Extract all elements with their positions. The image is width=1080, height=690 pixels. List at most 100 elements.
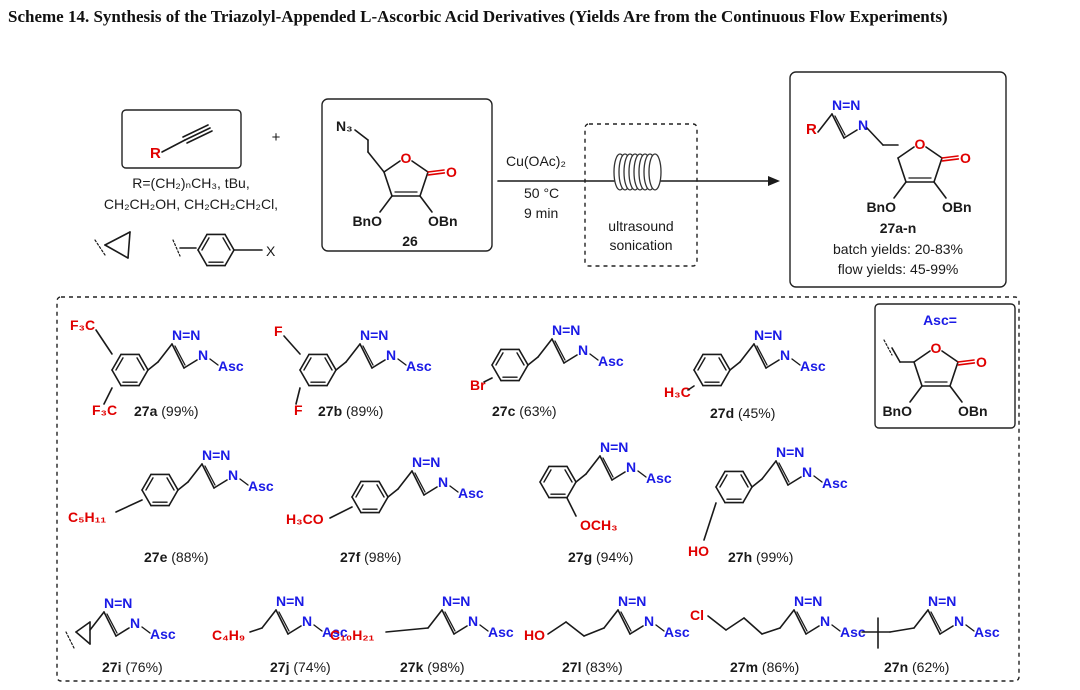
triazole-n-label: N=N [202, 447, 230, 463]
substituent-27e: C₅H₁₁ [68, 509, 106, 525]
compound-id: 27f [340, 549, 364, 565]
triazole-n-label: N=N [552, 322, 580, 338]
compound-id: 27a [134, 403, 161, 419]
compound-id: 27d [710, 405, 738, 421]
triazole-n-label: N=N [832, 97, 860, 113]
obn-label: OBn [428, 213, 458, 229]
substituent-27c: Br [470, 377, 486, 393]
yield-value: (74%) [293, 659, 330, 675]
compound-27d-label: 27d (45%) [710, 405, 775, 421]
yield-value: (86%) [762, 659, 799, 675]
substituent-27g: OCH₃ [580, 517, 618, 533]
triazole-n1-label: N [438, 474, 448, 490]
triazole-n1-label: N [644, 613, 654, 629]
triazole-n-label: N=N [412, 454, 440, 470]
triazole-n-label: N=N [754, 327, 782, 343]
flow-yields: flow yields: 45-99% [838, 261, 959, 277]
substituent-27f: H₃CO [286, 511, 324, 527]
asc-label: Asc [974, 624, 1000, 640]
yield-value: (94%) [596, 549, 633, 565]
obn-label: OBn [958, 403, 988, 419]
triazole-n-label: N=N [776, 444, 804, 460]
substituent-27l: HO [524, 627, 545, 643]
product-r: R [806, 121, 817, 138]
asc-label: Asc [840, 624, 866, 640]
compound-26-id: 26 [402, 233, 418, 249]
yield-value: (76%) [125, 659, 162, 675]
ring-oxygen: O [915, 136, 926, 152]
triazole-n-label: N=N [172, 327, 200, 343]
asc-label: Asc [646, 470, 672, 486]
substituent-27h: HO [688, 543, 709, 559]
triazole-n1-label: N [578, 342, 588, 358]
yield-value: (99%) [161, 403, 198, 419]
asc-label: Asc [248, 478, 274, 494]
yield-value: (88%) [171, 549, 208, 565]
substituent-27j: C₄H₉ [212, 627, 245, 643]
compound-27i-label: 27i (76%) [102, 659, 163, 675]
triazole-n1-label: N [802, 464, 812, 480]
substituent-27m: Cl [690, 607, 704, 623]
substituent-27a-top: F₃C [70, 317, 95, 333]
compound-id: 27e [144, 549, 171, 565]
triazole-n1-label: N [820, 613, 830, 629]
triazole-n-label: N=N [794, 593, 822, 609]
bno-label: BnO [352, 213, 382, 229]
compound-27m-label: 27m (86%) [730, 659, 799, 675]
reaction-arrow-head [768, 176, 780, 186]
yield-value: (62%) [912, 659, 949, 675]
reagent-label: Cu(OAc)₂ [506, 153, 566, 169]
asc-definition-label: Asc= [923, 312, 957, 328]
compound-id: 27i [102, 659, 125, 675]
asc-definition-box [874, 303, 1016, 429]
triazole-n-label: N=N [618, 593, 646, 609]
time-label: 9 min [524, 205, 558, 221]
yield-value: (99%) [756, 549, 793, 565]
triazole-n1-label: N [858, 117, 868, 133]
triazole-n1-label: N [198, 347, 208, 363]
asc-label: Asc [488, 624, 514, 640]
triazole-n1-label: N [468, 613, 478, 629]
substituent-27b-bottom: F [294, 402, 303, 418]
triazole-n-label: N=N [360, 327, 388, 343]
r-definition-line2: CH₂CH₂OH, CH₂CH₂CH₂Cl, [104, 196, 278, 212]
compound-id: 27n [884, 659, 912, 675]
compound-27f-label: 27f (98%) [340, 549, 401, 565]
substituent-27a-bottom: F₃C [92, 402, 117, 418]
plus-sign: + [272, 129, 281, 146]
asc-label: Asc [598, 353, 624, 369]
asc-label: Asc [458, 485, 484, 501]
asc-label: Asc [664, 624, 690, 640]
triazole-n-label: N=N [928, 593, 956, 609]
compound-27g-label: 27g (94%) [568, 549, 633, 565]
triazole-n1-label: N [130, 615, 140, 631]
yield-value: (83%) [585, 659, 622, 675]
triazole-n1-label: N [954, 613, 964, 629]
substituent-27k: C₁₀H₂₁ [330, 627, 375, 643]
triazole-n1-label: N [780, 347, 790, 363]
triazole-n1-label: N [228, 467, 238, 483]
carbonyl-oxygen: O [446, 164, 457, 180]
yield-value: (98%) [427, 659, 464, 675]
products-panel [56, 296, 1020, 682]
carbonyl-oxygen: O [976, 354, 987, 370]
product-box [789, 71, 1007, 288]
compound-id: 27l [562, 659, 585, 675]
azide-label: N₃ [336, 118, 353, 134]
coil-icon [648, 153, 662, 191]
triazole-n1-label: N [386, 347, 396, 363]
alkyne-box [121, 109, 242, 169]
compound-27n-label: 27n (62%) [884, 659, 949, 675]
compound-27h-label: 27h (99%) [728, 549, 793, 565]
carbonyl-oxygen: O [960, 150, 971, 166]
compound-id: 27h [728, 549, 756, 565]
asc-label: Asc [218, 358, 244, 374]
substituent-27d: H₃C [664, 384, 691, 400]
triazole-n-label: N=N [276, 593, 304, 609]
scheme-title: Scheme 14. Synthesis of the Triazolyl-Ap… [8, 7, 948, 26]
compound-27c-label: 27c (63%) [492, 403, 557, 419]
flow-reactor-box [584, 123, 698, 267]
yield-value: (45%) [738, 405, 775, 421]
compound-id: 27j [270, 659, 293, 675]
